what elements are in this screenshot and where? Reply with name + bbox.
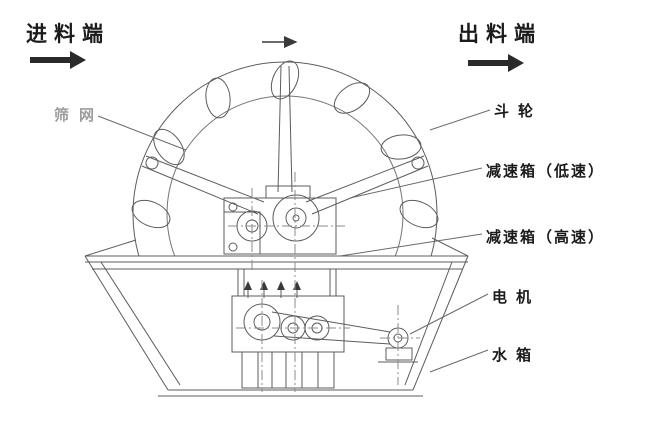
leader-gearbox-high — [339, 233, 483, 257]
gearbox-low-drawing — [223, 185, 337, 255]
water-tank-label: 水箱 — [492, 346, 541, 364]
bucket-wheel-label: 斗轮 — [494, 102, 543, 120]
leader-bucket-wheel — [429, 109, 491, 131]
leader-screen-mesh — [97, 115, 187, 151]
centerlines — [228, 172, 420, 392]
feed-arrow-icon — [30, 51, 86, 69]
leader-water-tank — [429, 349, 489, 373]
water-tank-drawing — [84, 237, 469, 397]
leader-motor — [409, 293, 489, 335]
support-frame — [237, 269, 337, 298]
discharge-end-label: 出料端 — [458, 22, 542, 46]
screen-mesh-label: 筛网 — [54, 106, 105, 124]
leader-gearbox-low — [349, 167, 483, 199]
leader-lines — [97, 109, 491, 373]
wheel-spokes — [141, 65, 429, 215]
feed-end-label: 进料端 — [26, 22, 110, 46]
gearbox-base — [241, 351, 335, 389]
discharge-arrow-icon — [468, 54, 524, 72]
gearbox-low-label: 减速箱（低速） — [486, 162, 606, 180]
gearbox-high-label: 减速箱（高速） — [486, 228, 606, 246]
motor-label: 电机 — [492, 288, 541, 306]
